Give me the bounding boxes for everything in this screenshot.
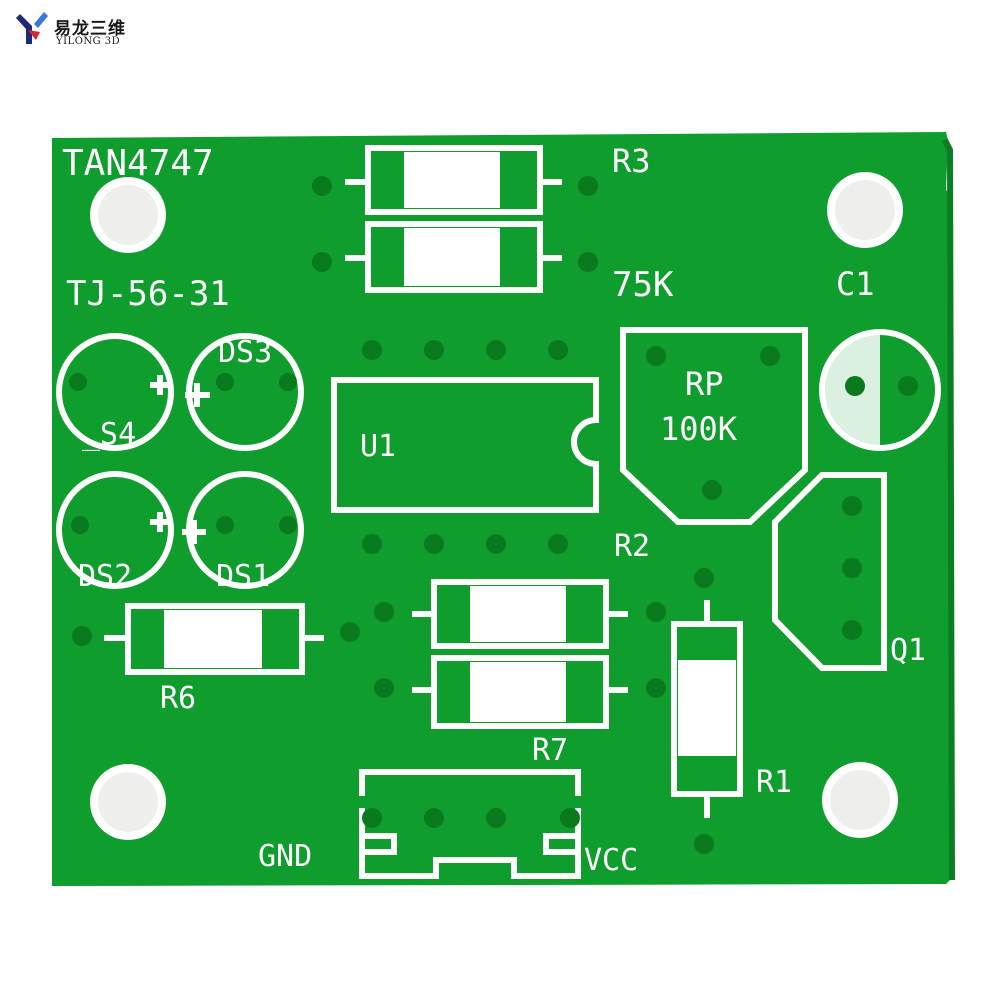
pcb-edge — [942, 138, 955, 881]
u1-footprint — [331, 377, 599, 513]
r1-footprint — [671, 600, 743, 818]
c1-ref-label: C1 — [836, 265, 875, 303]
watermark-brand-en: YILONG 3D — [56, 36, 121, 47]
r6-ref-label: R6 — [160, 681, 196, 716]
r1-ref-label: R1 — [756, 765, 792, 800]
display-footprints — [56, 333, 304, 589]
yilong-logo-icon — [16, 12, 48, 44]
r3-value-label: 75K — [612, 265, 674, 305]
r6-footprint — [104, 603, 324, 675]
q1-footprint — [772, 472, 887, 671]
q1-ref-label: Q1 — [890, 633, 926, 668]
mounting-holes — [90, 172, 903, 840]
watermark-logo: 易龙三维 YILONG 3D — [14, 10, 164, 52]
rp-ref-label: RP — [685, 365, 724, 403]
r3-footprint — [345, 145, 562, 293]
rp-footprint — [620, 327, 808, 525]
r7-ref-label: R7 — [532, 733, 568, 768]
display-model-label: TJ-56-31 — [66, 274, 230, 314]
gnd-label: GND — [258, 839, 312, 874]
power-connector-footprint — [359, 769, 581, 879]
u1-ref-label: U1 — [360, 429, 396, 464]
rp-value-label: 100K — [660, 410, 738, 448]
board-name-label: TAN4747 — [62, 143, 214, 184]
r2-r7-footprint — [412, 579, 628, 729]
vcc-label: VCC — [584, 843, 638, 878]
ds1-ref-label: DS1 — [216, 559, 270, 594]
watermark-brand-cn: 易龙三维 — [54, 19, 126, 39]
ds4-ref-label: _S4 — [82, 417, 136, 452]
r3-ref-label: R3 — [612, 142, 651, 180]
ds3-ref-label: DS3 — [218, 335, 272, 370]
ds2-ref-label: DS2 — [78, 559, 132, 594]
plated-holes — [69, 176, 918, 854]
r2-ref-label: R2 — [614, 529, 650, 564]
